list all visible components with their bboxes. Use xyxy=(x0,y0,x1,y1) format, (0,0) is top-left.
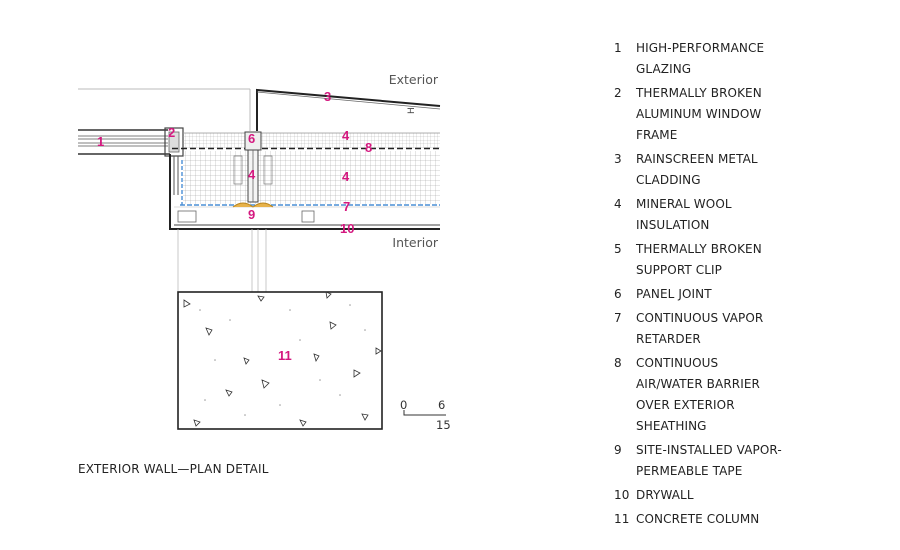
legend-number: 6 xyxy=(614,287,622,301)
legend-text: CONTINUOUS AIR/WATER BARRIER OVER EXTERI… xyxy=(636,356,760,433)
legend-text: PANEL JOINT xyxy=(636,287,712,301)
legend-item: 6 PANEL JOINT xyxy=(614,284,884,305)
legend-item: 8 CONTINUOUS AIR/WATER BARRIER OVER EXTER… xyxy=(614,353,884,437)
legend-text: THERMALLY BROKEN SUPPORT CLIP xyxy=(636,242,762,277)
interior-label: Interior xyxy=(392,235,438,250)
legend-text: CONCRETE COLUMN xyxy=(636,512,760,526)
mineral-wool-inner xyxy=(183,151,440,204)
legend-number: 9 xyxy=(614,443,622,457)
support-clip xyxy=(233,131,273,203)
legend-number: 5 xyxy=(614,242,622,256)
scale-bar: 0 6 15 xyxy=(400,398,451,432)
exterior-label: Exterior xyxy=(389,72,439,87)
legend-item: 9 SITE-INSTALLED VAPOR-PERMEABLE TAPE xyxy=(614,440,884,482)
plan-detail-drawing: H xyxy=(78,72,451,432)
svg-text:H: H xyxy=(407,107,417,114)
mineral-wool-outer xyxy=(183,133,440,148)
callout-panel-joint: 6 xyxy=(248,131,255,146)
rainscreen-cladding: H xyxy=(256,88,441,131)
callout-air-barrier: 8 xyxy=(365,140,372,155)
legend-number: 7 xyxy=(614,311,622,325)
wall-returns xyxy=(169,154,440,230)
scale-fifteen: 15 xyxy=(436,418,451,432)
glazing-unit xyxy=(78,88,251,155)
legend-item: 7 CONTINUOUS VAPOR RETARDER xyxy=(614,308,884,350)
legend-number: 1 xyxy=(614,41,622,55)
legend-item: 1 HIGH-PERFORMANCE GLAZING xyxy=(614,38,884,80)
legend-text: HIGH-PERFORMANCE GLAZING xyxy=(636,41,765,76)
callout-insulation-outer: 4 xyxy=(342,128,350,143)
vapor-permeable-tape xyxy=(232,202,274,208)
legend-item: 2 THERMALLY BROKEN ALUMINUM WINDOW FRAME xyxy=(614,83,884,146)
concrete-column xyxy=(177,291,383,430)
scale-six: 6 xyxy=(438,398,445,412)
callout-vapor-retarder: 7 xyxy=(343,199,350,214)
legend-item: 4 MINERAL WOOL INSULATION xyxy=(614,194,884,236)
legend-number: 10 xyxy=(614,488,630,502)
callout-glazing: 1 xyxy=(97,134,104,149)
legend-text: DRYWALL xyxy=(636,488,694,502)
callout-insulation-inner: 4 xyxy=(342,169,350,184)
legend-number: 4 xyxy=(614,197,622,211)
legend-item: 3 RAINSCREEN METAL CLADDING xyxy=(614,149,884,191)
projection-lines xyxy=(177,229,267,292)
legend-text: CONTINUOUS VAPOR RETARDER xyxy=(636,311,764,346)
scale-zero: 0 xyxy=(400,398,407,412)
drawing-caption: EXTERIOR WALL—PLAN DETAIL xyxy=(78,462,269,476)
legend-number: 2 xyxy=(614,86,622,100)
legend-item: 5 THERMALLY BROKEN SUPPORT CLIP xyxy=(614,239,884,281)
legend-item: 10 DRYWALL xyxy=(614,485,884,506)
callout-cladding: 3 xyxy=(324,89,331,104)
legend-number: 3 xyxy=(614,152,622,166)
callout-window-frame: 2 xyxy=(168,125,175,140)
callout-tape: 9 xyxy=(248,207,255,222)
callout-concrete-column: 11 xyxy=(278,348,292,363)
callout-drywall: 10 xyxy=(340,221,354,236)
legend-text: RAINSCREEN METAL CLADDING xyxy=(636,152,758,187)
legend-text: MINERAL WOOL INSULATION xyxy=(636,197,732,232)
legend-number: 8 xyxy=(614,356,622,370)
legend-text: SITE-INSTALLED VAPOR-PERMEABLE TAPE xyxy=(636,443,782,478)
callout-insulation-clip: 4 xyxy=(248,167,256,182)
legend-item: 11 CONCRETE COLUMN xyxy=(614,509,884,530)
legend-number: 11 xyxy=(614,512,630,526)
legend-text: THERMALLY BROKEN ALUMINUM WINDOW FRAME xyxy=(636,86,762,142)
